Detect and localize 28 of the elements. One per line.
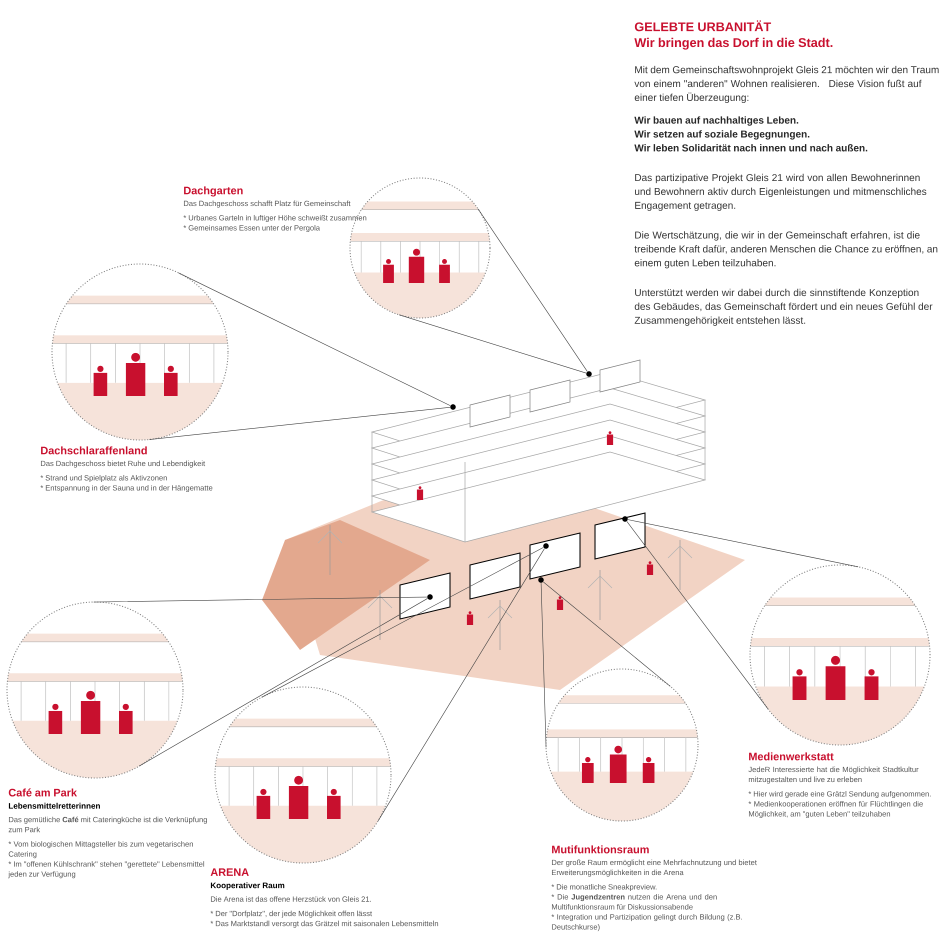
- paragraph: Mit dem Gemeinschaftswohnprojekt Gleis 21 möchten wir den Traum von einem "anderen" Wohnen realisieren. Diese Vision fußt auf einer tiefen Überzeugung:: [634, 66, 939, 103]
- vignette-drawing: [214, 686, 392, 864]
- leader-line: [261, 547, 545, 822]
- vignette-drawing: [749, 564, 931, 746]
- section-heading: Medienwerkstatt: [749, 752, 834, 760]
- subtitle: Wir bringen das Dorf in die Stadt.: [634, 38, 832, 50]
- vignette-drawing: [51, 263, 229, 441]
- section-heading: Café am Park: [8, 788, 77, 796]
- paragraph: Die Wertschätzung, die wir in der Gemeinschaft erfahren, ist die treibende Kraft dafür, anderen Menschen die Chance zu eröffnen, an einem guten Leben teilzuhaben.: [634, 231, 938, 268]
- statement: Wir setzen auf soziale Begegnungen.: [634, 130, 810, 140]
- subheading: Kooperativer Raum: [210, 882, 284, 890]
- vignette-drawing: [6, 601, 184, 779]
- section-heading: Dachschlaraffenland: [41, 446, 147, 454]
- leader-line: [398, 208, 588, 374]
- section-heading: Dachgarten: [184, 186, 243, 197]
- statement: Wir leben Solidarität nach innen und nach außen.: [634, 144, 868, 152]
- paragraph: Das partizipative Projekt Gleis 21 wird von allen Bewohnerinnen und Bewohnern aktiv durch Eigenleistungen und mitmenschliches Engagement getragen.: [635, 174, 926, 211]
- section-heading: ARENA: [210, 868, 249, 876]
- vignette-drawing: [545, 668, 699, 822]
- section-heading: Mutifunktionsraum: [552, 845, 649, 854]
- leader-line: [540, 582, 671, 748]
- leader-line: [626, 519, 858, 710]
- paragraph: Unterstützt werden wir dabei durch die sinnstiftende Konzeption des Gebäudes, das Gemeinschaft fördert und ein neues Gefühl der Zusammengehörigkeit entstehen lässt.: [634, 288, 932, 326]
- title: GELEBTE URBANITÄT: [634, 20, 772, 32]
- statement: Wir bauen auf nachhaltiges Leben.: [634, 116, 798, 126]
- leader-line: [149, 272, 451, 440]
- subheading: Lebensmittelretterinnen: [8, 802, 100, 809]
- leader-line: [93, 596, 428, 766]
